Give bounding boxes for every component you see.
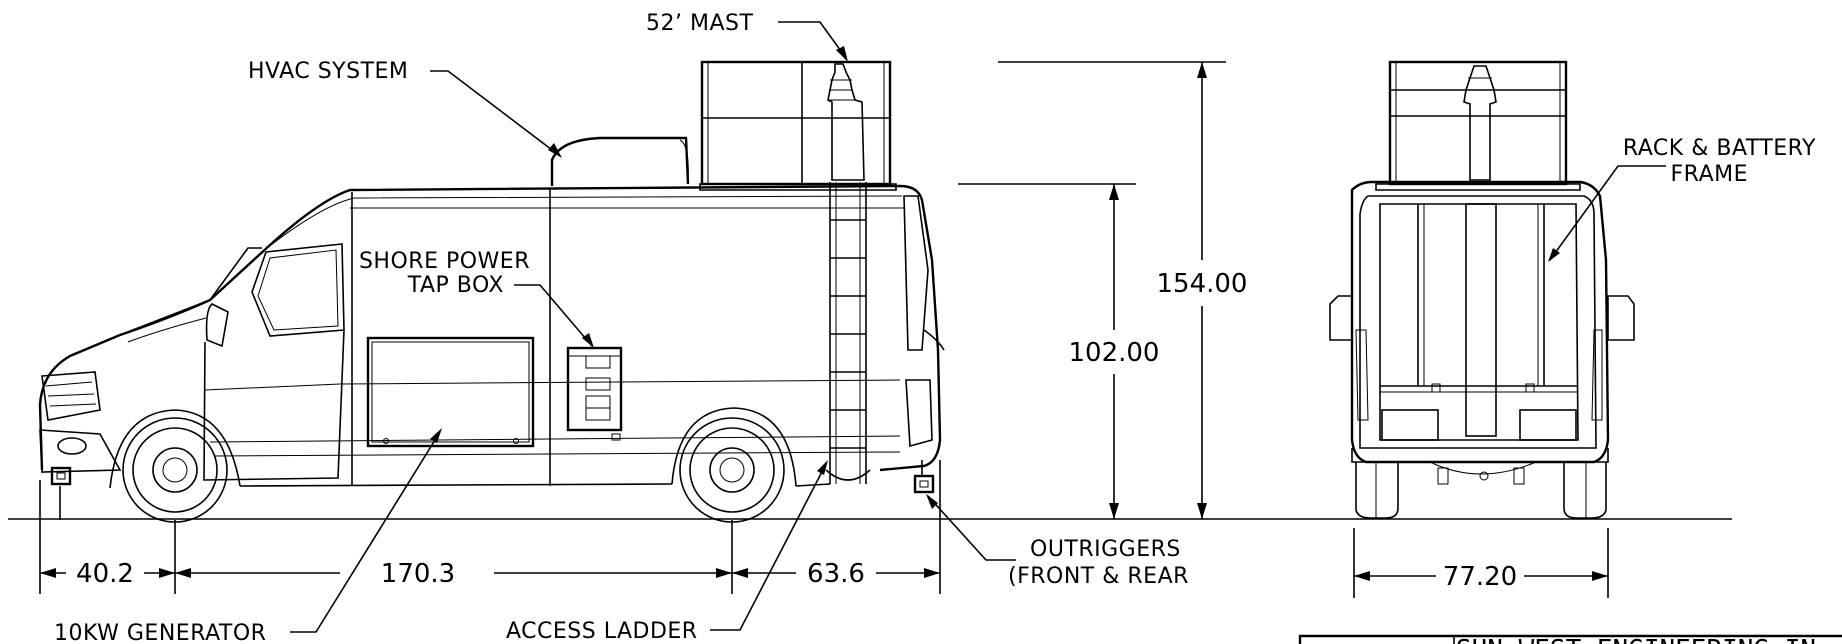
width-dimension: 77.20 [1354, 562, 1608, 592]
van-side-view [38, 184, 945, 523]
shore-power-callout: SHORE POWER TAP BOX [359, 249, 594, 348]
hvac-unit [550, 136, 690, 186]
title-block-company: SUN WEST ENGINEERING IN [1456, 635, 1816, 644]
rack-label-1: RACK & BATTERY [1623, 136, 1816, 161]
ladder-label: ACCESS LADDER [506, 619, 698, 644]
side-mast [827, 63, 865, 181]
generator-callout: 10KW GENERATOR [54, 428, 442, 644]
shore-power-tap-box [566, 346, 623, 441]
rack-label-2: FRAME [1671, 162, 1748, 187]
rear-mast [1463, 65, 1497, 181]
rear-overhang-value: 63.6 [807, 559, 865, 589]
ladder-callout: ACCESS LADDER [506, 460, 828, 644]
hvac-callout: HVAC SYSTEM [248, 59, 562, 158]
generator-label: 10KW GENERATOR [54, 621, 266, 644]
shore-power-label-2: TAP BOX [407, 273, 504, 298]
van-rear-view [1329, 180, 1635, 519]
title-block: SUN WEST ENGINEERING IN [1298, 634, 1842, 644]
generator-door [366, 336, 535, 448]
roof-height-dimension: 102.00 [1069, 184, 1160, 519]
mast-callout: 52’ MAST [646, 11, 848, 62]
outriggers-label-1: OUTRIGGERS [1030, 537, 1181, 562]
overall-height-value: 154.00 [1157, 269, 1248, 299]
wheelbase-dimension: 170.3 [175, 559, 732, 589]
access-ladder [825, 182, 871, 484]
shore-power-label-1: SHORE POWER [359, 249, 530, 274]
front-overhang-dimension: 40.2 [40, 559, 175, 589]
rear-rack-frame [1375, 60, 1581, 191]
roof-height-value: 102.00 [1069, 338, 1160, 368]
width-value: 77.20 [1443, 562, 1517, 592]
side-rack-frame [699, 60, 897, 191]
rear-overhang-dimension: 63.6 [732, 559, 940, 589]
outriggers-label-2: (FRONT & REAR [1008, 564, 1189, 589]
front-overhang-value: 40.2 [76, 559, 134, 589]
mast-label: 52’ MAST [646, 11, 753, 36]
hvac-label: HVAC SYSTEM [248, 59, 408, 84]
rack-callout: RACK & BATTERY FRAME [1548, 136, 1816, 262]
overall-height-dimension: 154.00 [1157, 62, 1248, 519]
outriggers-callout: OUTRIGGERS (FRONT & REAR [926, 494, 1189, 589]
wheelbase-value: 170.3 [381, 559, 455, 589]
